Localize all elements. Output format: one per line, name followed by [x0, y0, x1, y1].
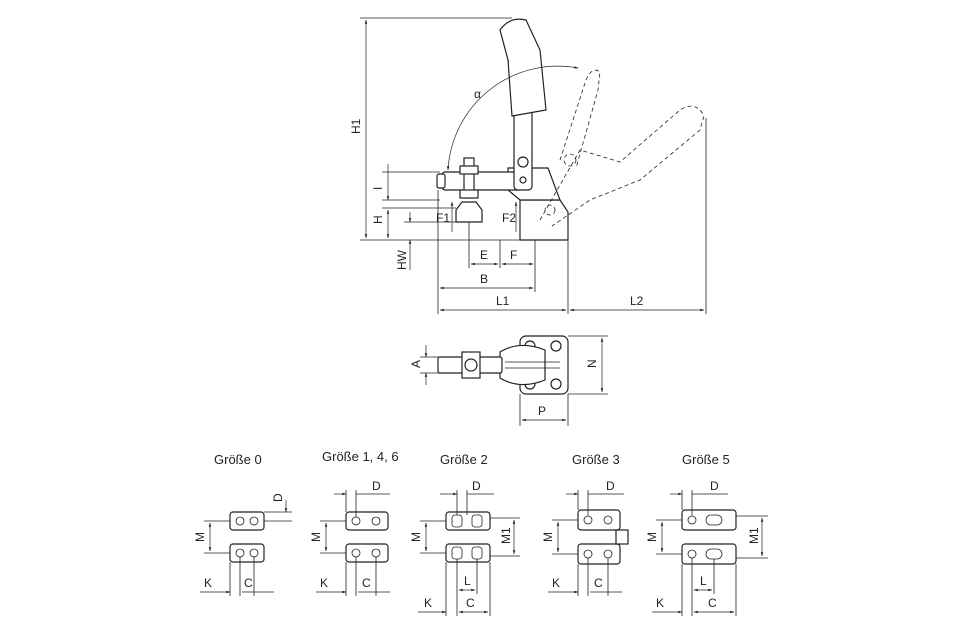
- size-0-label-c: C: [244, 576, 253, 590]
- label-f2: F2: [502, 211, 516, 225]
- size-5-label-c: C: [708, 596, 717, 610]
- size-5-label-l: L: [700, 574, 707, 588]
- size-2-label-m: M: [409, 532, 423, 542]
- size-2-label-l: L: [464, 574, 471, 588]
- top-handle: [499, 344, 546, 386]
- size-3-label-d: D: [606, 479, 615, 493]
- size-5-title: Größe 5: [682, 452, 730, 467]
- base-plate: [519, 199, 569, 241]
- size-0-plate-top: [229, 511, 265, 531]
- size-5-plate-bottom: [681, 543, 737, 565]
- size-5-label-d: D: [710, 479, 719, 493]
- size-0-slot-2: [249, 516, 259, 526]
- alpha-arc: [446, 65, 579, 171]
- label-l1: L1: [496, 294, 510, 308]
- size-2-plate-bottom: [445, 543, 491, 563]
- size-5-plate-top: [681, 509, 737, 531]
- label-h1: H1: [349, 118, 363, 134]
- size-0-label-d: D: [271, 493, 285, 502]
- size-2-label-c: C: [466, 596, 475, 610]
- size-3-label-c: C: [594, 576, 603, 590]
- label-l2: L2: [630, 294, 644, 308]
- size-0-label-m: M: [193, 532, 207, 542]
- size-3-hole-2: [603, 515, 613, 525]
- pressure-pad: [455, 201, 483, 223]
- label-hw: HW: [395, 249, 409, 270]
- label-f: F: [510, 248, 517, 262]
- size-1-hole-2: [371, 516, 381, 526]
- size-0-slot-1: [235, 516, 245, 526]
- size-2-title: Größe 2: [440, 452, 488, 467]
- size-5-detail: Größe 5 D M M1 L K C: [645, 452, 768, 616]
- label-n: N: [585, 359, 599, 368]
- size-0-plate-bottom: [229, 543, 265, 563]
- size-3-side-tab: [615, 529, 629, 545]
- label-b: B: [480, 272, 488, 286]
- size-2-detail: Größe 2 D M M1 L K C: [409, 452, 520, 616]
- spindle-nut-bottom: [459, 189, 479, 199]
- top-hole-2: [550, 340, 562, 352]
- size-1-label-m: M: [309, 532, 323, 542]
- size-3-label-k: K: [552, 576, 560, 590]
- size-0-label-k: K: [204, 576, 212, 590]
- size-1-label-d: D: [372, 479, 381, 493]
- size-1-4-6-detail: Größe 1, 4, 6 D M K C: [309, 449, 399, 596]
- size-5-label-m: M: [645, 532, 659, 542]
- clamp-arm: [441, 171, 523, 191]
- size-1-label-c: C: [362, 576, 371, 590]
- label-f1: F1: [436, 211, 450, 225]
- size-3-label-m: M: [541, 532, 555, 542]
- size-2-plate-top: [445, 511, 491, 531]
- pivot-pin-1: [517, 156, 529, 168]
- size-5-slot-1: [705, 514, 723, 526]
- handle-phantom-open: [539, 105, 705, 227]
- spindle-nut-top: [459, 165, 479, 175]
- label-alpha: α: [474, 87, 481, 101]
- size-2-label-d: D: [472, 479, 481, 493]
- size-0-detail: Größe 0 D M K C: [193, 452, 292, 596]
- label-h: H: [371, 215, 385, 224]
- size-3-title: Größe 3: [572, 452, 620, 467]
- phantom-pivot: [563, 153, 577, 167]
- size-3-detail: Größe 3 D M K C: [541, 452, 629, 596]
- handle-phantom-mid: [559, 69, 601, 169]
- label-p: P: [538, 404, 546, 418]
- size-2-label-m1: M1: [499, 527, 513, 544]
- top-view: A N P: [409, 335, 608, 426]
- size-2-slot-2: [471, 514, 483, 528]
- top-hole-4: [550, 378, 562, 390]
- size-1-label-k: K: [320, 576, 328, 590]
- pivot-pin-2: [519, 176, 527, 184]
- size-5-label-k: K: [656, 596, 664, 610]
- size-0-title: Größe 0: [214, 452, 262, 467]
- label-a: A: [409, 360, 423, 368]
- arm-tip: [436, 173, 446, 189]
- side-view: α H1 I H HW F1 F2 E: [349, 17, 707, 314]
- phantom-pivot-2: [544, 204, 556, 216]
- label-e: E: [480, 248, 488, 262]
- size-2-label-k: K: [424, 596, 432, 610]
- size-1-title: Größe 1, 4, 6: [322, 449, 399, 464]
- top-spindle: [464, 358, 478, 372]
- size-5-label-m1: M1: [747, 527, 761, 544]
- label-i: I: [371, 187, 385, 190]
